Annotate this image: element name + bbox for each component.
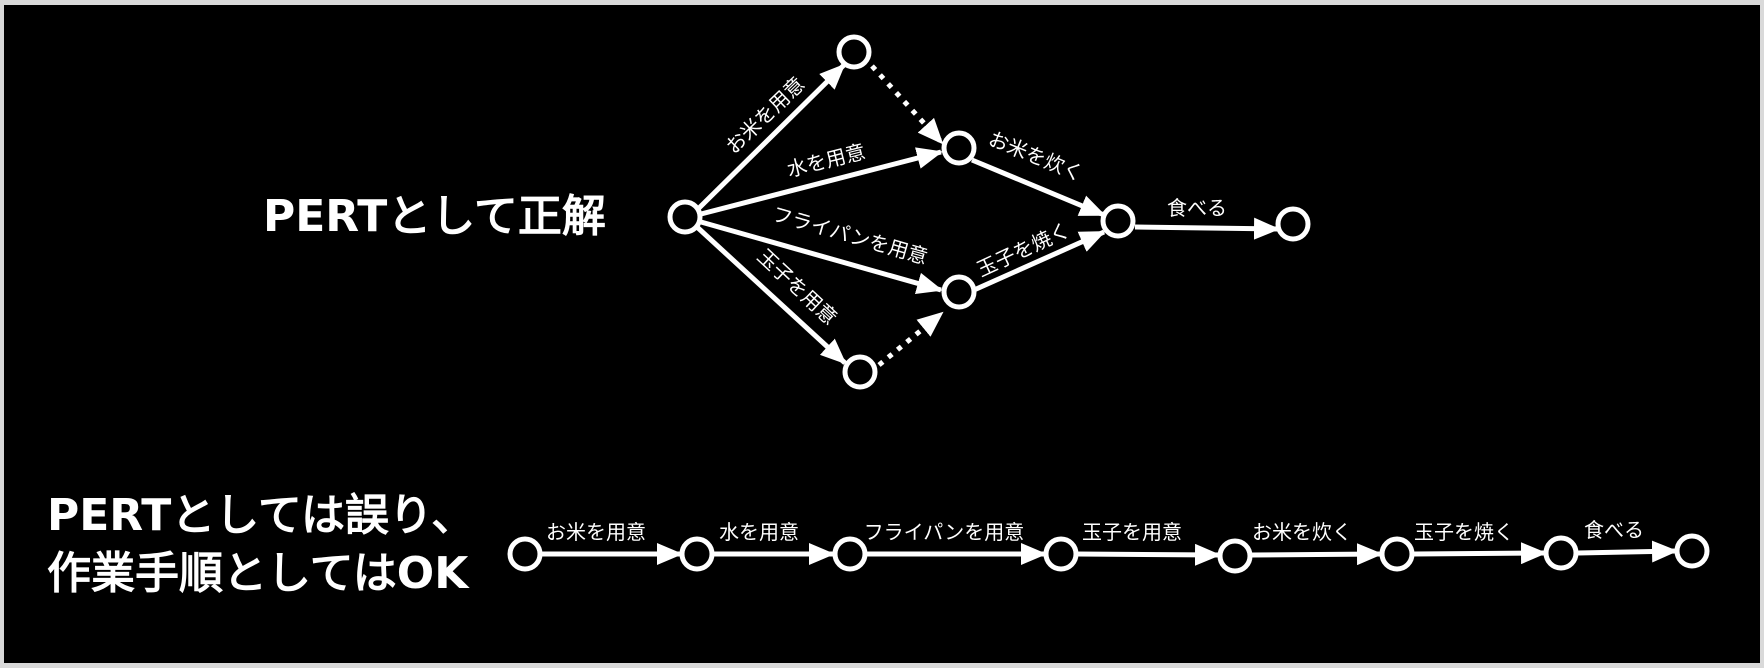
seq-node-7 bbox=[1543, 535, 1579, 571]
pert-node-merge-top bbox=[941, 130, 977, 166]
pert-edge-cook-rice bbox=[971, 157, 1106, 218]
heading-pert-wrong-line2: 作業手順としてはOK bbox=[47, 548, 469, 599]
seq-node-6 bbox=[1379, 536, 1415, 572]
seq-node-4 bbox=[1043, 536, 1079, 572]
pert-node-egg-ready bbox=[842, 354, 878, 390]
seq-node-3 bbox=[832, 536, 868, 572]
pert-edge-egg-prep bbox=[695, 225, 847, 365]
seq-edge-6 bbox=[1413, 542, 1547, 565]
pert-label-cook-rice: お米を炊く bbox=[985, 126, 1087, 186]
seq-label-3: フライパンを用意 bbox=[864, 520, 1025, 544]
seq-label-4: 玉子を用意 bbox=[1082, 520, 1182, 544]
seq-node-1 bbox=[507, 536, 543, 572]
seq-node-8 bbox=[1674, 533, 1710, 569]
seq-label-6: 玉子を焼く bbox=[1414, 520, 1514, 544]
pert-edge-water-prep bbox=[700, 147, 943, 217]
seq-edge-4 bbox=[1076, 543, 1221, 566]
pert-label-pan-prep: フライパンを用意 bbox=[770, 202, 931, 269]
seq-edge-7 bbox=[1577, 540, 1678, 563]
seq-edge-5 bbox=[1251, 543, 1383, 566]
pert-node-cooked bbox=[1100, 203, 1136, 239]
pert-network bbox=[667, 34, 1311, 390]
heading-pert-wrong: PERTとしては誤り、 作業手順としてはOK bbox=[47, 487, 475, 603]
sequence-labels: お米を用意 水を用意 フライパンを用意 玉子を用意 お米を炊く 玉子を焼く 食べ… bbox=[546, 518, 1644, 544]
seq-label-5: お米を炊く bbox=[1252, 520, 1352, 544]
sequence-chain bbox=[507, 533, 1710, 574]
diagram-canvas: お米を用意 水を用意 フライパンを用意 玉子を用意 お米を炊く 玉子を焼く 食べ… bbox=[507, 34, 1710, 574]
pert-edge-rice-prep bbox=[695, 63, 846, 212]
heading-pert-wrong-line1: PERTとしては誤り、 bbox=[47, 490, 476, 541]
seq-label-7: 食べる bbox=[1584, 518, 1644, 542]
seq-node-2 bbox=[679, 536, 715, 572]
seq-node-5 bbox=[1217, 538, 1253, 574]
heading-pert-correct: PERTとして正解 bbox=[263, 191, 606, 242]
seq-label-2: 水を用意 bbox=[719, 520, 799, 544]
pert-node-merge-bottom bbox=[941, 274, 977, 310]
pert-edge-dummy-top bbox=[870, 64, 944, 145]
pert-node-end bbox=[1275, 206, 1311, 242]
seq-label-1: お米を用意 bbox=[546, 520, 646, 544]
pert-node-start bbox=[667, 199, 703, 235]
pert-node-rice-ready bbox=[836, 34, 872, 70]
pert-edge-fry-egg bbox=[972, 229, 1106, 293]
pert-edge-dummy-bottom bbox=[877, 311, 944, 367]
pert-edge-pan-prep bbox=[700, 219, 943, 295]
pert-label-eat: 食べる bbox=[1167, 196, 1227, 220]
slide: お米を用意 水を用意 フライパンを用意 玉子を用意 お米を炊く 玉子を焼く 食べ… bbox=[4, 5, 1760, 663]
pert-edge-eat bbox=[1134, 217, 1280, 240]
